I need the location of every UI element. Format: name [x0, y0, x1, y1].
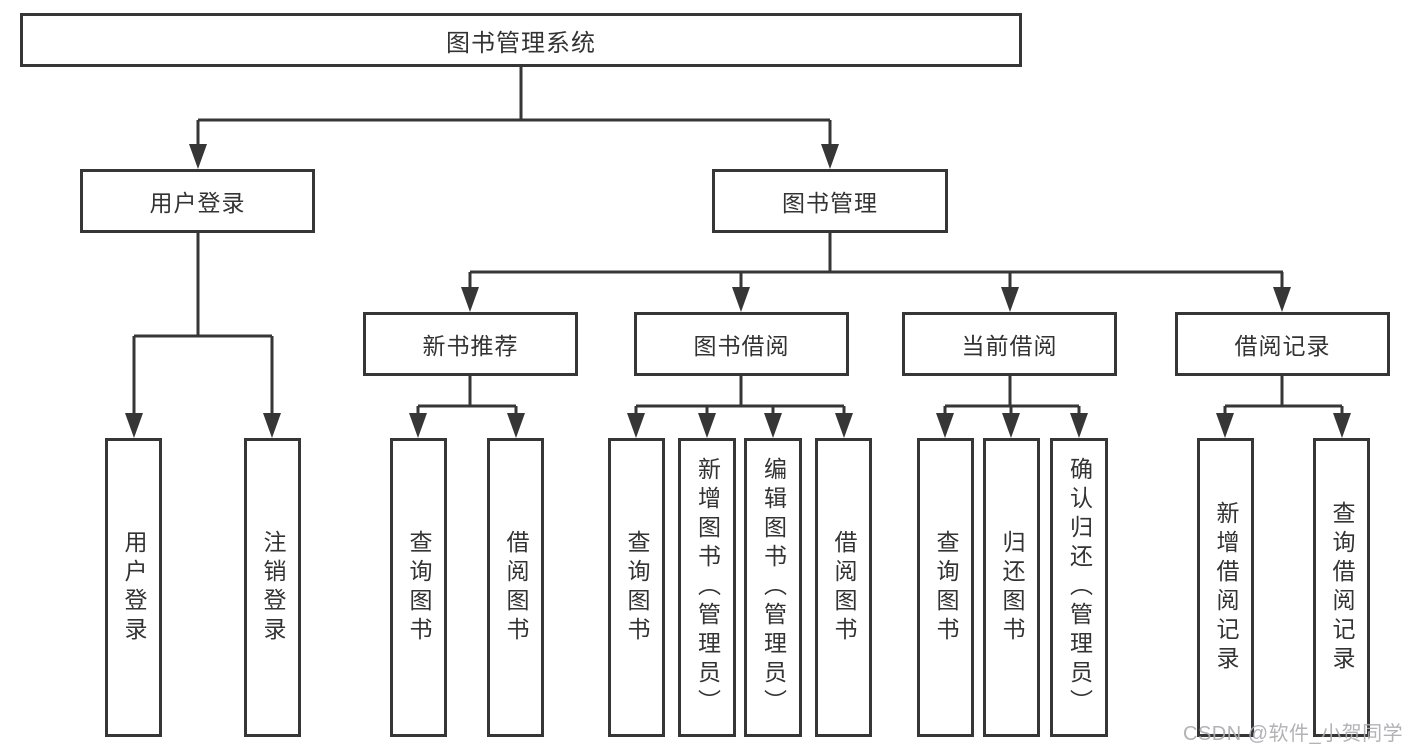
leaf-nbr-query-books: 查询图书	[390, 438, 447, 737]
leaf-cb-query-books: 查询图书	[917, 438, 974, 737]
leaf-br-add-record: 新增借阅记录	[1197, 438, 1254, 737]
node-book-management-label: 图书管理	[782, 190, 878, 216]
leaf-user-login: 用户登录	[105, 438, 162, 737]
node-user-login-label: 用户登录	[149, 190, 246, 216]
node-root-label: 图书管理系统	[446, 29, 596, 57]
leaf-user-login-label: 用户登录	[121, 529, 147, 646]
leaf-bb-add-book-admin: 新增图书（管理员）	[678, 438, 736, 737]
leaf-nbr-query-books-label: 查询图书	[406, 529, 432, 646]
csdn-watermark: CSDN @软件_小贺同学	[1183, 723, 1404, 745]
leaf-logout: 注销登录	[244, 438, 301, 737]
leaf-bb-query-books: 查询图书	[608, 438, 665, 737]
node-new-book-recommend-label: 新书推荐	[422, 333, 519, 359]
leaf-bb-borrow-books: 借阅图书	[815, 438, 872, 737]
leaf-nbr-borrow-books: 借阅图书	[487, 438, 544, 737]
leaf-cb-return-books-label: 归还图书	[999, 529, 1025, 646]
node-current-borrow-label: 当前借阅	[961, 333, 1058, 359]
leaf-bb-edit-book-admin: 编辑图书（管理员）	[744, 438, 802, 737]
node-borrow-records: 借阅记录	[1175, 312, 1390, 376]
node-book-borrow-label: 图书借阅	[693, 333, 790, 359]
leaf-bb-add-book-admin-label: 新增图书（管理员）	[694, 457, 721, 718]
node-borrow-records-label: 借阅记录	[1234, 333, 1331, 359]
node-book-management: 图书管理	[712, 169, 948, 233]
leaf-bb-edit-book-admin-label: 编辑图书（管理员）	[760, 457, 787, 718]
node-user-login: 用户登录	[80, 169, 315, 233]
leaf-br-add-record-label: 新增借阅记录	[1213, 500, 1239, 675]
leaf-logout-label: 注销登录	[260, 529, 286, 646]
leaf-cb-confirm-return-admin: 确认归还（管理员）	[1050, 438, 1108, 737]
node-root: 图书管理系统	[20, 13, 1022, 67]
leaf-br-query-record-label: 查询借阅记录	[1329, 500, 1355, 675]
leaf-cb-query-books-label: 查询图书	[933, 529, 959, 646]
leaf-nbr-borrow-books-label: 借阅图书	[503, 529, 529, 646]
leaf-bb-query-books-label: 查询图书	[624, 529, 650, 646]
leaf-bb-borrow-books-label: 借阅图书	[831, 529, 857, 646]
arrowheads	[125, 144, 1351, 438]
leaf-cb-confirm-return-admin-label: 确认归还（管理员）	[1066, 457, 1093, 718]
node-current-borrow: 当前借阅	[902, 312, 1117, 376]
leaf-cb-return-books: 归还图书	[983, 438, 1040, 737]
node-book-borrow: 图书借阅	[634, 312, 849, 376]
leaf-br-query-record: 查询借阅记录	[1313, 438, 1370, 737]
node-new-book-recommend: 新书推荐	[363, 312, 578, 376]
